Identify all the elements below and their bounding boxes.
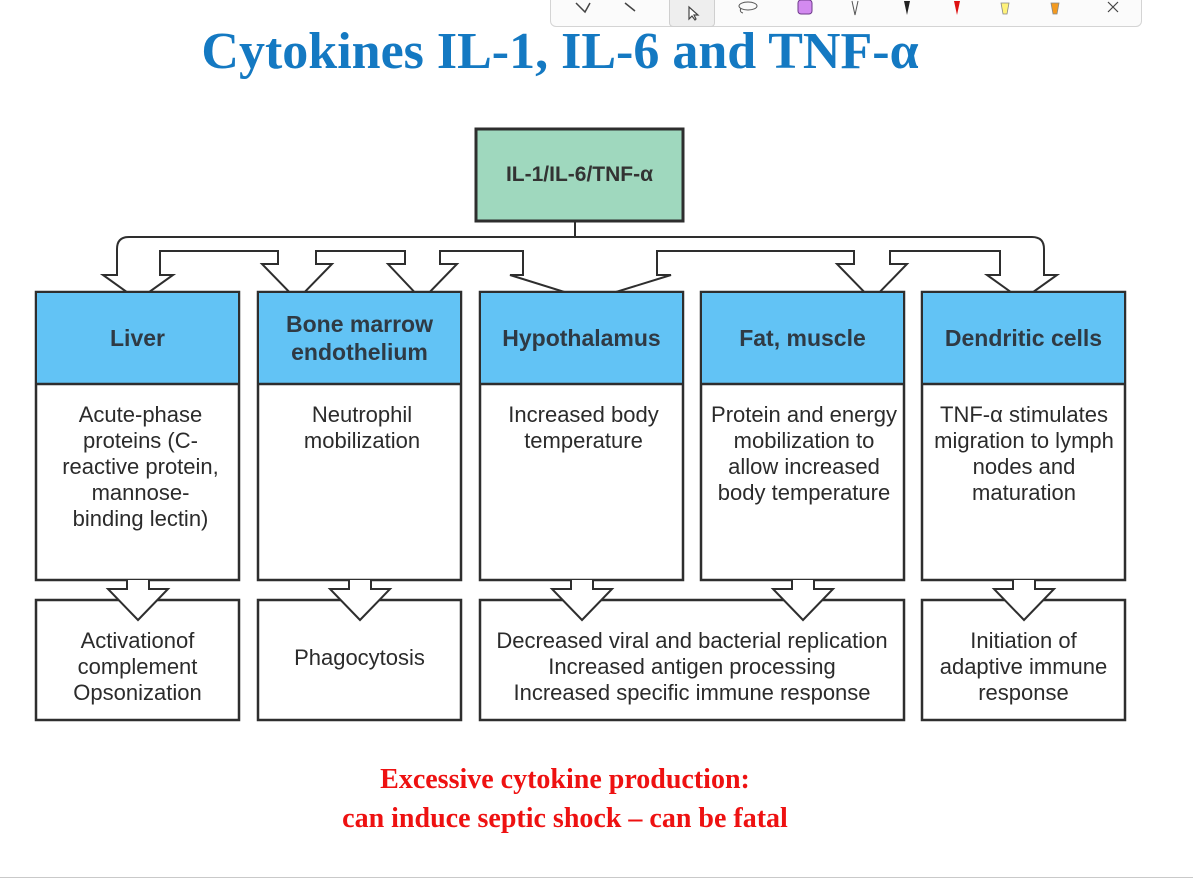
bone-marrow-outcome: Phagocytosis	[294, 645, 425, 670]
liver-outcome-line: Opsonization	[73, 680, 202, 705]
bone-marrow-header-fill	[259, 293, 460, 383]
highlighter-orange-icon[interactable]	[1047, 0, 1063, 20]
dendritic-header: Dendritic cells	[944, 325, 1103, 351]
liver-header: Liver	[110, 325, 165, 351]
arrow-liver-down	[105, 580, 171, 622]
bone-marrow-header: Bone marrow endothelium	[286, 311, 433, 365]
dendritic-outcome-line: Initiation of	[970, 628, 1077, 653]
fat-muscle-header-fill	[702, 293, 903, 383]
close-icon[interactable]	[1103, 0, 1123, 20]
annotation-toolbar	[550, 0, 1142, 27]
hypothalamus-header: Hypothalamus	[502, 325, 661, 351]
liver-outcome: Activationof complement Opsonization	[36, 628, 239, 706]
fat-muscle-header: Fat, muscle	[739, 325, 866, 351]
dendritic-outcome: Initiation of adaptive immune response	[922, 628, 1125, 706]
warning-line-2: can induce septic shock – can be fatal	[342, 803, 788, 834]
combined-outcome: Decreased viral and bacterial replicatio…	[480, 628, 904, 706]
combined-outcome-line: Increased specific immune response	[513, 680, 871, 705]
combined-outcome-line: Decreased viral and bacterial replicatio…	[496, 628, 888, 653]
page-bottom-border	[0, 877, 1193, 878]
select-pointer-icon[interactable]	[669, 0, 715, 27]
liver-header-fill	[37, 293, 238, 383]
distribution-arrows	[99, 221, 1061, 302]
page-title: Cytokines IL-1, IL-6 and TNF-α	[201, 23, 919, 80]
arrow-bone-marrow-down	[327, 580, 393, 622]
source-label: IL-1/IL-6/TNF-α	[505, 163, 654, 186]
liver-outcome-line: Activationof	[80, 628, 195, 653]
pen-icon[interactable]	[571, 0, 595, 20]
warning-line-1: Excessive cytokine production:	[380, 764, 750, 795]
liver-outcome-line: complement	[77, 654, 198, 679]
hypothalamus-header-fill	[481, 293, 682, 383]
source-box	[474, 127, 685, 223]
highlighter-purple-icon[interactable]	[795, 0, 815, 20]
pen-outline-icon[interactable]	[847, 0, 863, 20]
combined-outcome-box	[478, 598, 906, 722]
dendritic-header-fill	[923, 293, 1124, 383]
pen-black-icon[interactable]	[899, 0, 915, 20]
highlighter-yellow-icon[interactable]	[997, 0, 1013, 20]
arrow-dendritic-down	[991, 580, 1057, 622]
combined-outcome-line: Increased antigen processing	[548, 654, 836, 679]
dendritic-outcome-line: adaptive immune	[939, 654, 1108, 679]
dendritic-outcome-box	[920, 598, 1127, 722]
arrow-fat-muscle-down	[770, 580, 836, 622]
eraser-icon[interactable]	[619, 0, 643, 20]
fat-muscle-effect: Protein and energy mobilization to allow…	[711, 402, 897, 505]
bone-marrow-effect: Neutrophil mobilization	[303, 402, 421, 453]
lasso-icon[interactable]	[734, 0, 762, 20]
pen-red-icon[interactable]	[949, 0, 965, 20]
liver-effect: Acute-phase proteins (C-reactive protein…	[62, 402, 219, 531]
dendritic-effect: TNF-α stimulates migration to lymph node…	[934, 402, 1114, 505]
arrow-hypothalamus-down	[549, 580, 615, 622]
hypothalamus-effect: Increased body temperature	[508, 402, 659, 453]
dendritic-outcome-line: response	[978, 680, 1069, 705]
